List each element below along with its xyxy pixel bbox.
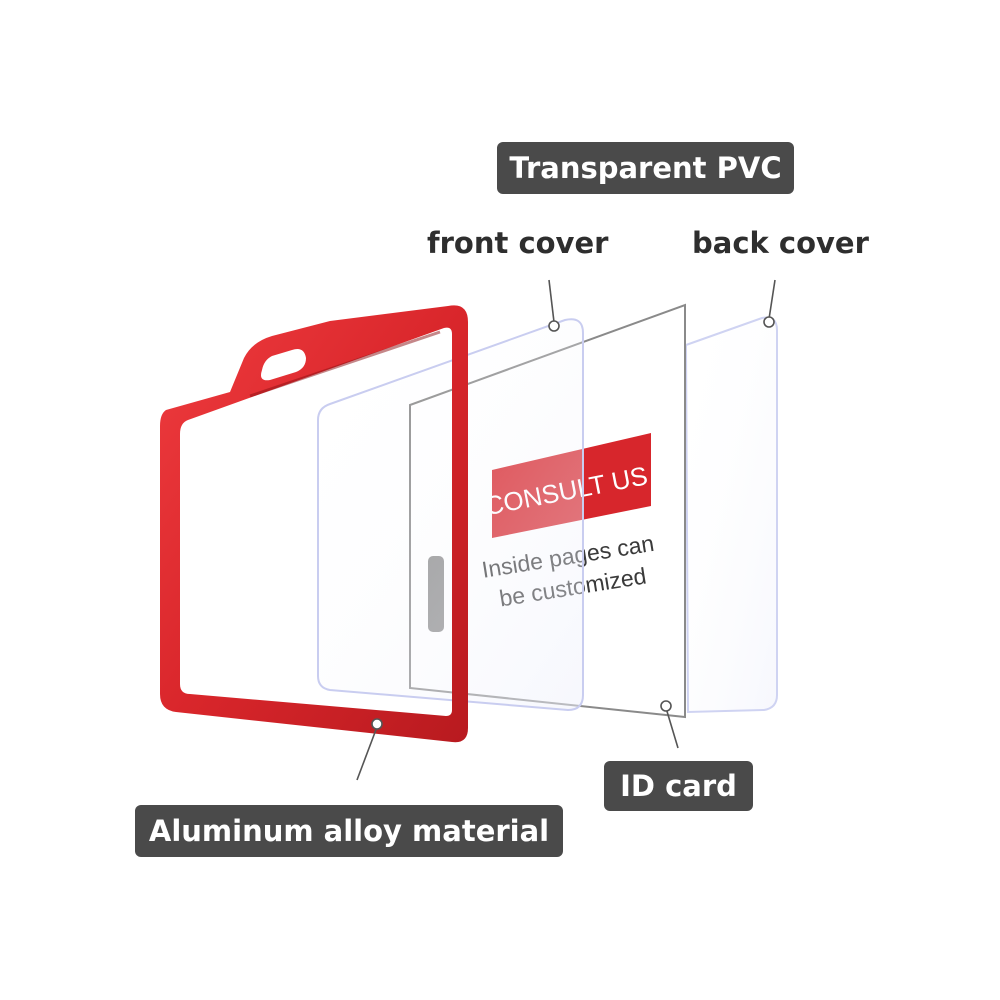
transparent-pvc-badge: Transparent PVC (497, 142, 794, 194)
id-card-badge: ID card (604, 761, 753, 811)
aluminum-badge: Aluminum alloy material (135, 805, 563, 857)
back-cover-sheet (684, 316, 778, 714)
front-cover-label: front cover (427, 226, 609, 260)
id-card-label: ID card (620, 769, 737, 803)
aluminum-frame (160, 305, 468, 743)
front-cover-sheet (317, 318, 584, 712)
leader-dots (371, 316, 775, 730)
transparent-pvc-label: Transparent PVC (509, 151, 782, 185)
back-cover-label: back cover (692, 226, 869, 260)
aluminum-label: Aluminum alloy material (148, 814, 550, 848)
leader-lines (356, 279, 776, 781)
